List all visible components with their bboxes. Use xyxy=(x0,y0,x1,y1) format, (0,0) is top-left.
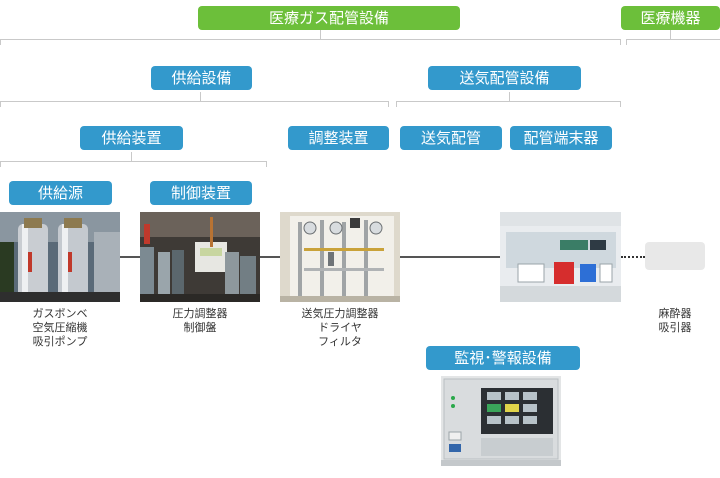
monitor-alarm-label: 監視･警報設備 xyxy=(426,346,580,370)
delivery-piping-facility-label: 送気配管設備 xyxy=(428,66,581,90)
bracket-devices-line xyxy=(626,39,720,40)
caption-line: 空気圧縮機 xyxy=(32,321,88,334)
gas-cylinders-photo xyxy=(0,212,120,302)
caption-line: 圧力調整器 xyxy=(172,307,228,320)
bracket-supply-device-left-tick xyxy=(0,161,1,167)
caption-medical-devices: 麻酔器 吸引器 xyxy=(630,307,720,335)
caption-control-device: 圧力調整器 制御盤 xyxy=(140,307,260,335)
bracket-delivery-stem xyxy=(509,92,510,101)
caption-adjusting-device: 送気圧力調整器 ドライヤ フィルタ xyxy=(280,307,400,349)
connector-control-adjust xyxy=(260,256,280,258)
supply-device-label: 供給装置 xyxy=(80,126,183,150)
bracket-supply-device-stem xyxy=(131,152,132,161)
bracket-top-left-tick xyxy=(0,39,1,45)
bracket-delivery-line xyxy=(396,101,621,102)
piping-terminal-label: 配管端末器 xyxy=(510,126,612,150)
bracket-supply-left-tick xyxy=(0,101,1,107)
bracket-supply-device-line xyxy=(0,161,267,162)
caption-supply-source: ガスボンベ 空気圧縮機 吸引ポンプ xyxy=(0,307,120,349)
alarm-panel-photo xyxy=(441,376,561,466)
connector-adjust-terminal xyxy=(400,256,500,258)
medical-device-placeholder xyxy=(645,242,705,270)
bracket-supply-line xyxy=(0,101,389,102)
pressure-regulator-photo xyxy=(140,212,260,302)
caption-line: 吸引器 xyxy=(658,321,692,334)
connector-source-control xyxy=(120,256,140,258)
bracket-devices-left-tick xyxy=(626,39,627,45)
supply-facility-label: 供給設備 xyxy=(151,66,252,90)
bracket-supply-stem xyxy=(200,92,201,101)
medical-gas-piping-title: 医療ガス配管設備 xyxy=(198,6,460,30)
medical-devices-label: 医療機器 xyxy=(621,6,720,30)
bracket-delivery-right-tick xyxy=(620,101,621,107)
supply-source-label: 供給源 xyxy=(9,181,112,205)
delivery-regulator-photo xyxy=(280,212,400,302)
bracket-top-line xyxy=(0,39,621,40)
piping-terminal-photo xyxy=(500,212,621,302)
caption-line: 送気圧力調整器 xyxy=(301,307,379,320)
caption-line: ドライヤ xyxy=(318,321,362,334)
caption-line: 制御盤 xyxy=(183,321,217,334)
bracket-top-stem xyxy=(320,30,321,40)
caption-line: 麻酔器 xyxy=(658,307,692,320)
delivery-piping-label: 送気配管 xyxy=(400,126,502,150)
caption-line: 吸引ポンプ xyxy=(32,335,88,348)
bracket-supply-right-tick xyxy=(388,101,389,107)
bracket-top-right-tick xyxy=(620,39,621,45)
caption-line: フィルタ xyxy=(318,335,362,348)
control-device-label: 制御装置 xyxy=(150,181,252,205)
bracket-delivery-left-tick xyxy=(396,101,397,107)
connector-terminal-device xyxy=(621,256,645,258)
bracket-devices-stem xyxy=(670,30,671,40)
bracket-supply-device-right-tick xyxy=(266,161,267,167)
adjusting-device-label: 調整装置 xyxy=(288,126,389,150)
caption-line: ガスボンベ xyxy=(32,307,88,320)
